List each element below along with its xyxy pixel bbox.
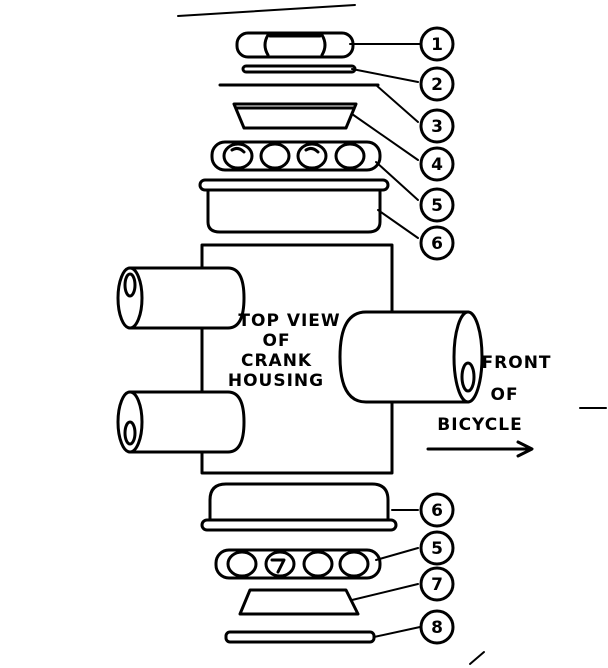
callout-2-number: 2 [431,75,443,95]
callout-5-bottom: 5 [419,530,455,566]
front-of-bicycle-label: FRONT OF BICYCLE [437,353,558,435]
callout-2: 2 [419,66,455,102]
callout-5-top-number: 5 [431,196,443,216]
part-5-ball-retainer-top [210,140,382,172]
part-4-cone [232,102,358,130]
callout-6-top-number: 6 [431,234,443,254]
callout-6-bottom: 6 [419,492,455,528]
callout-5-bottom-number: 5 [431,539,443,559]
scan-mark-bottom [469,651,485,665]
part-1-locknut [235,31,355,59]
part-8-spacer [224,630,376,644]
part-5-ball-retainer-bottom [214,548,382,580]
callout-3: 3 [419,108,455,144]
callout-3-number: 3 [431,117,443,137]
housing-label-line-1: TOP VIEW [238,311,340,331]
callout-6-bottom-number: 6 [431,501,443,521]
left-tube-upper [116,266,246,330]
housing-label-line-2: OF [263,331,291,351]
callout-7-number: 7 [431,575,443,595]
callout-1: 1 [419,26,455,62]
part-2-washer [241,64,357,74]
leader-lines [349,43,421,638]
left-tube-lower [116,390,246,454]
front-label-line-3: BICYCLE [437,415,522,435]
callout-8: 8 [419,609,455,645]
scan-mark-top [177,4,356,17]
front-direction-arrow-icon [426,440,534,458]
callout-5-top: 5 [419,187,455,223]
housing-label: TOP VIEW OF CRANK HOUSING [228,311,348,391]
callout-4-number: 4 [431,155,443,175]
callout-4: 4 [419,146,455,182]
callout-7: 7 [419,566,455,602]
callout-1-number: 1 [431,35,443,55]
callout-6-top: 6 [419,225,455,261]
part-7-fixed-cone [238,588,360,616]
housing-label-line-3: CRANK [241,351,312,371]
part-6-cup-bottom [200,482,398,532]
front-label-line-1: FRONT [482,353,552,373]
right-tube [338,310,484,404]
housing-label-line-4: HOUSING [228,371,324,391]
part-6-cup-top [198,178,390,234]
callout-8-number: 8 [431,618,443,638]
front-label-line-2: OF [491,385,519,405]
